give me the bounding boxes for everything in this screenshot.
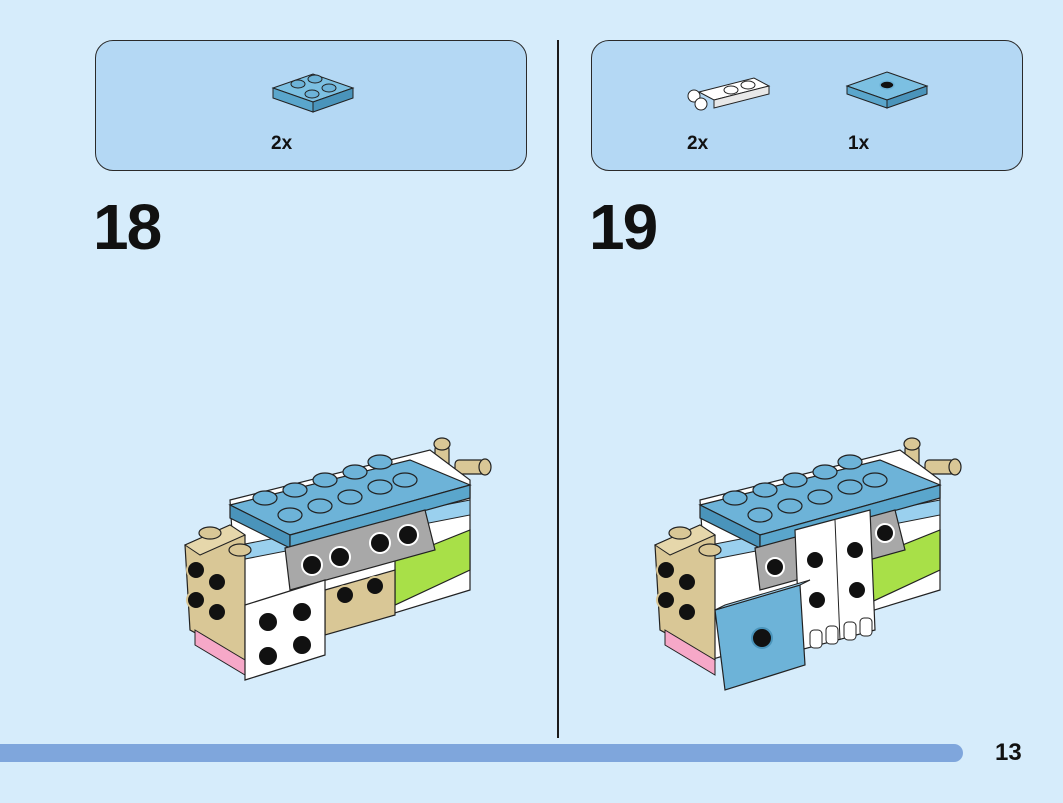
step-number: 18 <box>93 191 162 263</box>
step-19-model-illustration <box>653 437 962 691</box>
part-qty: 1x <box>848 133 870 154</box>
light-blue-tile-with-stud-icon <box>845 71 929 109</box>
part-qty: 2x <box>687 133 709 154</box>
parts-box-step-19: 2x 1x <box>591 40 1023 171</box>
progress-bar <box>0 744 963 762</box>
step-18-model-illustration <box>183 437 492 681</box>
part-qty: 2x <box>271 133 293 154</box>
parts-box-step-18: 2x <box>95 40 527 171</box>
step-number: 19 <box>589 191 658 263</box>
light-blue-2x2-plate-icon <box>271 73 355 113</box>
page-divider <box>557 40 559 738</box>
page-number: 13 <box>995 739 1022 766</box>
white-clip-plate-icon <box>687 77 771 111</box>
